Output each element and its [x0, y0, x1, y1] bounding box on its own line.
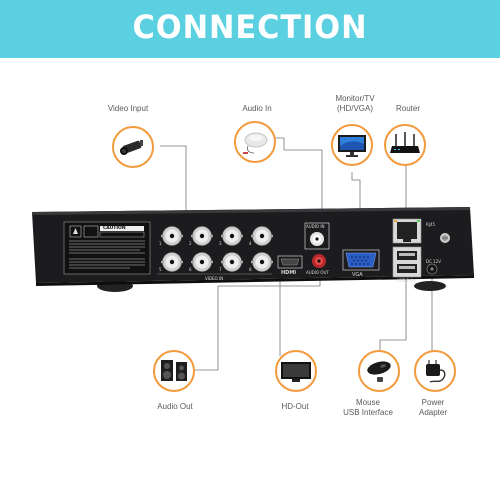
- bnc-connector: [191, 226, 213, 246]
- caution-sticker: [63, 221, 151, 275]
- leader-mouse: [379, 278, 407, 352]
- audio-out-text: AUDIO OUT: [306, 270, 329, 275]
- bnc-connector: [221, 226, 243, 246]
- bnc-port-number: 6: [189, 267, 192, 272]
- audio-in-text: AUDIO IN: [306, 224, 325, 229]
- dc-power-port: [426, 263, 438, 275]
- microphone-icon: [243, 132, 268, 154]
- usb-text: USB 2.0: [397, 278, 413, 283]
- bnc-port-number: 3: [219, 241, 222, 246]
- label-router: Router: [395, 104, 420, 113]
- mouse-circle: [358, 350, 400, 392]
- audio-out-circle: [153, 350, 195, 392]
- audio-in-circle: [234, 121, 276, 163]
- dc-text: DC 12V: [426, 259, 441, 264]
- label-power-line1: Power: [421, 398, 445, 407]
- bnc-connector: [221, 252, 243, 272]
- label-mouse-line1: Mouse: [355, 398, 380, 407]
- label-mouse-line2: USB Interface: [343, 408, 393, 417]
- rj45-text: RJ45: [426, 222, 436, 227]
- tv-icon: [281, 362, 311, 382]
- leader-video-input: [160, 145, 187, 218]
- hdmi-port: [277, 255, 303, 269]
- bnc-port-number: 4: [249, 241, 252, 246]
- vga-port: [342, 249, 380, 271]
- label-monitor-line2: (HD/VGA): [337, 104, 373, 113]
- label-audio-out: Audio Out: [157, 402, 193, 411]
- router-icon: [390, 132, 420, 153]
- banner-title: CONNECTION: [132, 8, 368, 46]
- video-input-circle: [112, 126, 154, 168]
- bnc-port-number: 7: [219, 267, 222, 272]
- monitor-circle: [331, 124, 373, 166]
- power-adapter-icon: [426, 360, 446, 383]
- rj45-port: [392, 218, 422, 244]
- title-banner: [0, 0, 500, 58]
- label-hd-out: HD-Out: [281, 402, 309, 411]
- audio-in-port: [304, 222, 330, 250]
- bnc-port-number: 8: [249, 267, 252, 272]
- dvr-foot-right: [414, 281, 446, 291]
- usb-ports: [392, 246, 422, 278]
- hd-out-circle: [275, 350, 317, 392]
- bnc-connector: [251, 226, 273, 246]
- bnc-port-number: 1: [159, 241, 162, 246]
- caution-text: CAUTION: [103, 226, 126, 231]
- bnc-connector: [191, 252, 213, 272]
- video-in-ports: [161, 226, 273, 272]
- monitor-icon: [338, 135, 366, 157]
- bnc-port-number: 2: [189, 241, 192, 246]
- ground-screw: [440, 233, 450, 243]
- label-audio-in: Audio In: [242, 104, 272, 113]
- router-circle: [384, 124, 426, 166]
- camera-icon: [120, 140, 143, 155]
- label-monitor-line1: Monitor/TV: [335, 94, 375, 103]
- bnc-connector: [161, 252, 183, 272]
- label-video-input: Video Input: [107, 104, 149, 113]
- video-in-text: VIDEO IN: [205, 276, 224, 281]
- speaker-icon: [161, 360, 187, 381]
- hdmi-text: HDMI: [281, 270, 297, 276]
- bnc-port-number: 5: [159, 267, 162, 272]
- vga-text: VGA: [352, 272, 363, 278]
- mouse-icon: [367, 361, 391, 382]
- leader-audio-in: [262, 137, 323, 222]
- label-power-line2: Adapter: [418, 408, 448, 417]
- bnc-connector: [161, 226, 183, 246]
- power-adapter-circle: [414, 350, 456, 392]
- bnc-connector: [251, 252, 273, 272]
- audio-out-port: [312, 254, 326, 268]
